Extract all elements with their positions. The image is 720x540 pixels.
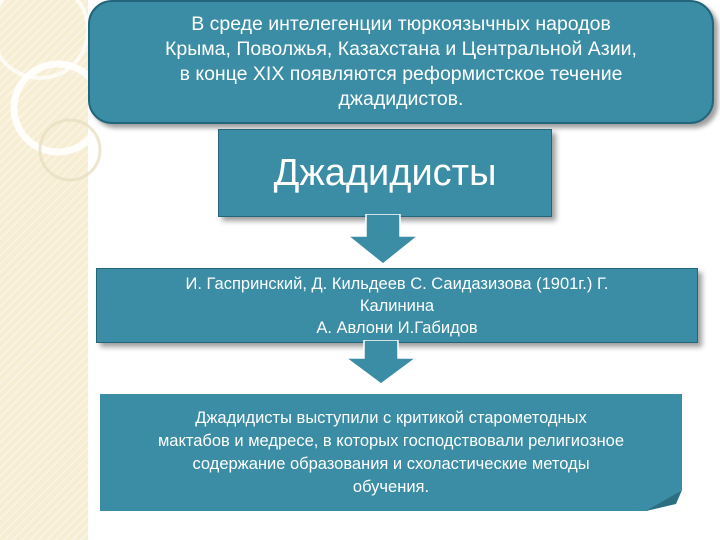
criticism-text: Джадидисты выступили с критикой старомет…	[158, 407, 624, 499]
intro-line: джадидистов.	[338, 88, 464, 110]
names-text: И. Гаспринский, Д. Кильдеев С. Саидазизо…	[186, 273, 609, 339]
title-label: Джадидисты	[273, 151, 497, 194]
criticism-line: обучения.	[352, 477, 430, 496]
intro-line: В среде интелегенции тюркоязычных народо…	[191, 13, 611, 35]
names-line: Калинина	[359, 296, 435, 315]
intro-line: в конце XIX появляются реформистское теч…	[179, 63, 623, 85]
down-arrow-icon	[348, 214, 421, 265]
criticism-line: Джадидисты выступили с критикой старомет…	[195, 408, 587, 427]
criticism-line: содержание образования и схоластические …	[192, 454, 590, 473]
title-box: Джадидисты	[218, 129, 552, 217]
names-box: И. Гаспринский, Д. Кильдеев С. Саидазизо…	[96, 268, 698, 343]
folded-corner-icon	[646, 490, 682, 511]
names-line: А. Авлони И.Габидов	[316, 318, 478, 337]
names-line: И. Гаспринский, Д. Кильдеев С. Саидазизо…	[185, 274, 609, 293]
criticism-line: мактабов и медресе, в которых господство…	[157, 431, 625, 450]
intro-box: В среде интелегенции тюркоязычных народо…	[88, 0, 714, 124]
intro-text: В среде интелегенции тюркоязычных народо…	[165, 12, 637, 112]
down-arrow-icon	[346, 340, 419, 385]
criticism-box: Джадидисты выступили с критикой старомет…	[100, 394, 682, 511]
intro-line: Крыма, Поволжья, Казахстана и Центрально…	[165, 38, 637, 60]
